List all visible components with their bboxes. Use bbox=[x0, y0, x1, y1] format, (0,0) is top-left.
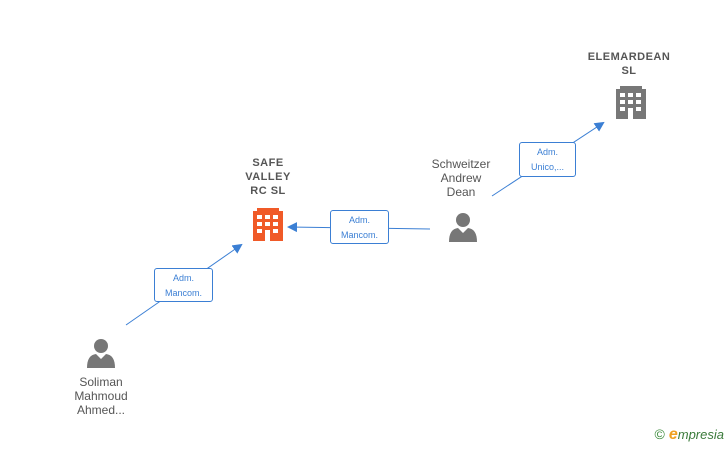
label-line: Andrew bbox=[440, 171, 482, 185]
label-line: Schweitzer bbox=[431, 157, 491, 171]
relation-line: Unico,... bbox=[530, 162, 564, 172]
relation-box-schweitzer-elemardean[interactable]: Adm. Unico,... bbox=[519, 142, 576, 177]
person-label-schweitzer[interactable]: Schweitzer Andrew Dean bbox=[415, 157, 507, 199]
label-line: RC SL bbox=[250, 185, 286, 197]
label-line: Dean bbox=[446, 185, 476, 199]
company-label-safe-valley[interactable]: SAFE VALLEY RC SL bbox=[228, 156, 308, 198]
building-icon[interactable] bbox=[253, 208, 283, 241]
label-line: Soliman bbox=[79, 375, 123, 389]
empresia-logo: ©empresia bbox=[655, 426, 724, 444]
relation-line: Adm. bbox=[536, 147, 558, 157]
label-line: SL bbox=[621, 65, 637, 77]
brand-name: mpresia bbox=[677, 427, 724, 442]
label-line: Mahmoud bbox=[74, 389, 128, 403]
person-label-soliman[interactable]: Soliman Mahmoud Ahmed... bbox=[55, 375, 147, 417]
relation-line: Adm. bbox=[172, 273, 194, 283]
relation-box-soliman-safe-valley[interactable]: Adm. Mancom. bbox=[154, 268, 213, 302]
building-icon[interactable] bbox=[616, 86, 646, 119]
label-line: VALLEY bbox=[245, 171, 291, 183]
copyright-icon: © bbox=[654, 426, 665, 442]
company-label-elemardean[interactable]: ELEMARDEAN SL bbox=[574, 50, 684, 78]
relation-line: Adm. bbox=[348, 215, 370, 225]
label-line: SAFE bbox=[252, 157, 284, 169]
person-icon[interactable] bbox=[87, 339, 115, 368]
brand-initial: e bbox=[668, 426, 678, 443]
person-icon[interactable] bbox=[449, 213, 477, 242]
relation-box-schweitzer-safe-valley[interactable]: Adm. Mancom. bbox=[330, 210, 389, 244]
label-line: Ahmed... bbox=[76, 403, 126, 417]
relation-line: Mancom. bbox=[164, 288, 202, 298]
label-line: ELEMARDEAN bbox=[587, 51, 671, 63]
relation-line: Mancom. bbox=[340, 230, 378, 240]
